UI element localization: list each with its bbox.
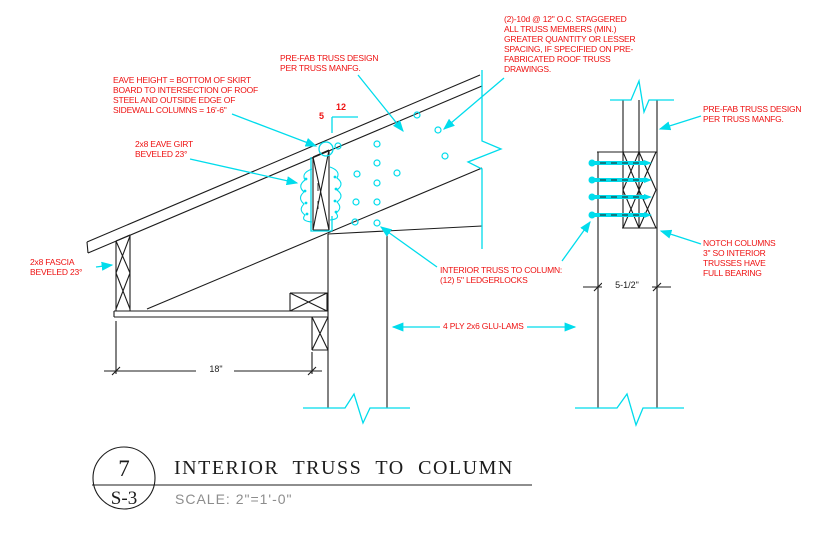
break-line-right-bottom: [575, 392, 684, 427]
dim-column-width-label: 5-1/2": [602, 280, 652, 290]
eave-height-ref-circle: [318, 141, 334, 157]
dim-5-1-2: [583, 282, 671, 292]
leader-interior-truss-left: [379, 226, 438, 268]
slope-run-label: 12: [336, 102, 347, 112]
hanger-left-scallop: [299, 168, 313, 223]
annotation-cyan: [95, 70, 702, 427]
dim-18: [104, 321, 322, 376]
leader-prefab-right: [658, 115, 702, 131]
eave-girt-member: [312, 149, 330, 231]
leader-eave-height: [231, 113, 318, 147]
hanger-right-scallop: [329, 166, 342, 221]
note-prefab-truss-top: PRE-FAB TRUSS DESIGN PER TRUSS MANFG.: [280, 53, 379, 73]
detail-number: 7: [118, 456, 130, 481]
right-column: [597, 100, 658, 408]
break-line-center-bottom: [303, 392, 410, 425]
slope-symbol: [331, 116, 358, 133]
note-notch-columns: NOTCH COLUMNS 3" SO INTERIOR TRUSSES HAV…: [703, 238, 776, 278]
titleblock-graphics: [92, 446, 532, 510]
ledgerlock-screw: [588, 193, 652, 201]
detail-scale: SCALE: 2"=1'-0": [175, 491, 293, 507]
leader-interior-truss-right: [561, 220, 591, 262]
sheet-number: S-3: [110, 488, 138, 509]
detail-title: INTERIOR TRUSS TO COLUMN: [174, 457, 514, 479]
leader-nailing: [443, 77, 505, 130]
blocking-upper: [289, 292, 328, 312]
structure-black: [86, 74, 671, 408]
fascia-member: [115, 234, 131, 311]
ledgerlock-screws: [588, 159, 652, 219]
leader-fascia: [95, 261, 114, 271]
hanger-nail-holes: [303, 175, 338, 216]
center-column: [327, 232, 388, 408]
nail-pattern: [334, 111, 449, 227]
break-line-main: [466, 70, 503, 249]
note-eave-girt: 2x8 EAVE GIRT BEVELED 23°: [135, 139, 194, 159]
blocking-lower: [311, 316, 329, 351]
bottom-chord: [113, 310, 328, 318]
ledgerlock-screw: [588, 176, 652, 184]
note-eave-height: EAVE HEIGHT = BOTTOM OF SKIRT BOARD TO I…: [113, 75, 259, 115]
note-glulams: 4 PLY 2x6 GLU-LAMS: [443, 321, 524, 331]
note-prefab-truss-right: PRE-FAB TRUSS DESIGN PER TRUSS MANFG.: [703, 104, 802, 124]
leader-notch: [659, 229, 702, 245]
leader-eave-girt: [189, 158, 299, 186]
note-nailing: (2)-10d @ 12" O.C. STAGGERED ALL TRUSS M…: [504, 14, 636, 74]
dim-overhang-label: 18": [198, 364, 234, 374]
ledgerlock-screw: [588, 211, 652, 219]
girt-highlight: [310, 157, 333, 232]
leader-prefab-top: [357, 74, 404, 133]
ledgerlock-screw: [588, 159, 652, 167]
note-interior-truss: INTERIOR TRUSS TO COLUMN: (12) 5" LEDGER…: [440, 265, 563, 285]
roof-steel: [86, 74, 483, 254]
truss-diagonal: [146, 167, 483, 310]
slope-rise-label: 5: [319, 111, 325, 121]
break-line-right-top: [610, 78, 674, 115]
note-fascia: 2x8 FASCIA BEVELED 23°: [30, 257, 83, 277]
detail-bubble: [92, 446, 156, 510]
